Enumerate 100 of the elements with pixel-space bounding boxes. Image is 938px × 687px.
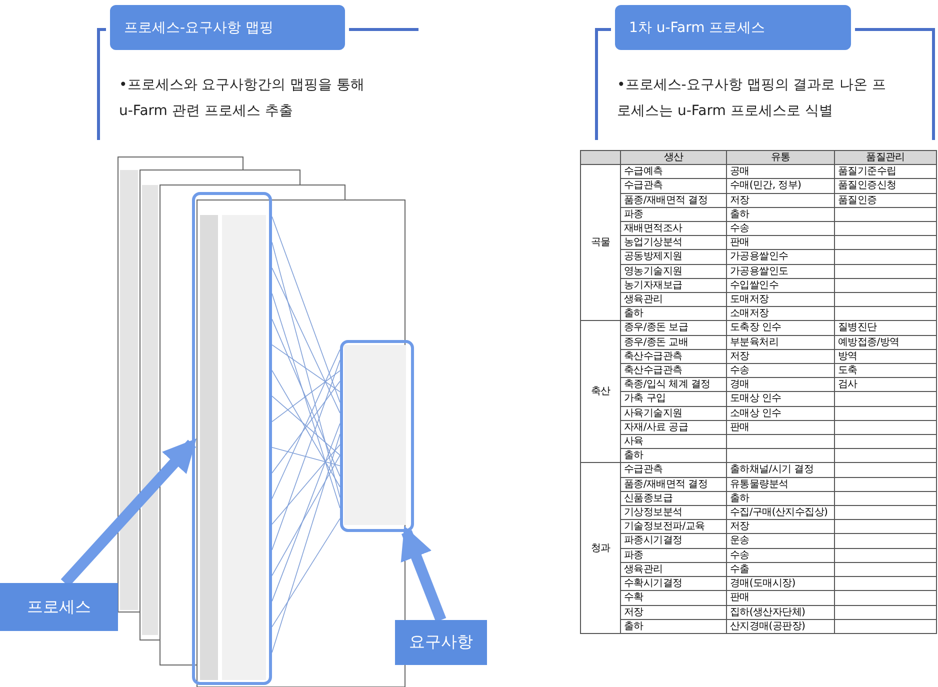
mapping-line <box>272 344 340 392</box>
table-cell: 수집/구매(산지수집상) <box>726 506 834 520</box>
mapping-line <box>272 318 340 477</box>
highlight-box <box>192 192 272 685</box>
table-cell: 출하 <box>620 448 726 463</box>
table-cell: 저장 <box>726 193 834 208</box>
table-cell: 수출 <box>726 562 834 577</box>
table-cell: 도축 <box>834 364 936 378</box>
mapping-line <box>272 293 340 508</box>
callout-label: 요구사항 <box>395 620 487 665</box>
table-cell: 집하(생산자단체) <box>726 605 834 620</box>
table-cell: 수급관측 <box>620 462 726 478</box>
table-cell: 판매 <box>726 590 834 605</box>
table-cell: 검사 <box>834 378 936 392</box>
mapping-line <box>272 434 340 653</box>
table-cell: 예방접종/방역 <box>834 335 936 350</box>
mapping-line <box>272 360 340 550</box>
mapping-line <box>272 242 340 498</box>
table-cell: 품종/재배면적 결정 <box>620 193 726 208</box>
table-cell: 수확 <box>620 590 726 605</box>
mapping-line <box>272 518 340 628</box>
table-cell: 가공용쌀인수 <box>726 250 834 264</box>
table-cell: 신품종보급 <box>620 491 726 506</box>
table-cell: 사육기술지원 <box>620 406 726 420</box>
table-cell: 영농기술지원 <box>620 264 726 278</box>
table-cell: 수송 <box>726 364 834 378</box>
mapping-line <box>272 349 340 500</box>
table-cell: 품종/재배면적 결정 <box>620 477 726 492</box>
header-cell: 생산 <box>620 150 726 165</box>
table-cell: 출하 <box>726 207 834 222</box>
table-cell: 기상정보분석 <box>620 506 726 520</box>
table-cell: 소매저장 <box>726 306 834 321</box>
heading-tab: 프로세스-요구사항 맵핑 <box>110 5 345 50</box>
table-cell: 운송 <box>726 534 834 548</box>
table-cell: 축산수급관측 <box>620 364 726 378</box>
mapping-line <box>272 216 340 403</box>
table-cell: 판매 <box>726 236 834 250</box>
table-cell: 재배면적조사 <box>620 222 726 236</box>
table-cell: 출하채널/시기 결정 <box>726 462 834 478</box>
table-cell: 종우/종돈 교배 <box>620 335 726 350</box>
table-cell: 품질기준수립 <box>834 164 936 179</box>
mapping-line <box>272 446 340 466</box>
category-cell: 청과 <box>580 462 620 634</box>
table-cell: 파종 <box>620 207 726 222</box>
table-cell: 품질인증 <box>834 193 936 208</box>
mapping-line <box>272 454 340 576</box>
table-cell: 수송 <box>726 548 834 562</box>
table-cell: 방역 <box>834 349 936 364</box>
table-cell: 판매 <box>726 420 834 435</box>
table-cell: 출하 <box>726 491 834 506</box>
table-cell: 저장 <box>726 349 834 364</box>
mapping-line <box>272 396 340 456</box>
mapping-line <box>272 380 340 474</box>
bullet-text: •프로세스-요구사항 맵핑의 결과로 나온 프로세스는 u-Farm 프로세스로 식별 <box>617 76 888 121</box>
header-cell: 품질관리 <box>834 150 936 165</box>
highlight-box <box>340 340 414 532</box>
category-cell: 곡물 <box>580 164 620 321</box>
header-cell: 유통 <box>726 150 834 165</box>
callout-label: 프로세스 <box>0 583 118 631</box>
table-cell: 생육관리 <box>620 292 726 307</box>
table-cell: 공매 <box>726 164 834 179</box>
table-cell: 기술정보전파/교육 <box>620 520 726 534</box>
table-cell: 도매저장 <box>726 292 834 307</box>
table-cell: 축종/입식 체계 결정 <box>620 378 726 392</box>
table-cell: 농업기상분석 <box>620 236 726 250</box>
table-cell: 수송 <box>726 222 834 236</box>
table-cell: 종우/종돈 보급 <box>620 320 726 336</box>
heading-tab: 1차 u-Farm 프로세스 <box>615 5 851 50</box>
bullet-text: •프로세스와 요구사항간의 맵핑을 통해 u-Farm 관련 프로세스 추출 <box>119 76 366 121</box>
table-cell: 출하 <box>620 619 726 634</box>
block-arrow <box>400 526 446 622</box>
table-cell: 자재/사료 공급 <box>620 420 726 435</box>
table-cell: 농기자재보급 <box>620 278 726 293</box>
mapping-line <box>272 444 340 525</box>
mapping-line <box>272 370 340 422</box>
table-cell: 저장 <box>620 605 726 620</box>
table-cell: 가공용쌀인도 <box>726 264 834 278</box>
table-cell: 수급관측 <box>620 178 726 194</box>
table-cell: 도축장 인수 <box>726 320 834 336</box>
table-cell: 수매(민간, 정부) <box>726 178 834 194</box>
table-cell: 소매상 인수 <box>726 406 834 420</box>
table-cell: 경매(도매시장) <box>726 576 834 591</box>
mapping-line <box>272 268 340 414</box>
mapping-line <box>272 370 340 488</box>
table-cell: 축산수급관측 <box>620 349 726 364</box>
table-cell: 수급예측 <box>620 164 726 179</box>
table-cell: 생육관리 <box>620 562 726 577</box>
table-cell: 부분육처리 <box>726 335 834 350</box>
table-cell: 유통물량분석 <box>726 477 834 492</box>
category-cell: 축산 <box>580 320 620 463</box>
table-cell: 파종시기결정 <box>620 534 726 548</box>
table-cell: 수확시기결정 <box>620 576 726 591</box>
table-cell: 출하 <box>620 306 726 321</box>
table-cell: 도매상 인수 <box>726 392 834 406</box>
table-cell: 공동방제지원 <box>620 250 726 264</box>
table-cell: 산지경매(공판장) <box>726 619 834 634</box>
table-cell: 사육 <box>620 434 726 449</box>
table-cell: 가축 구입 <box>620 392 726 406</box>
table-cell: 저장 <box>726 520 834 534</box>
table-cell: 파종 <box>620 548 726 562</box>
